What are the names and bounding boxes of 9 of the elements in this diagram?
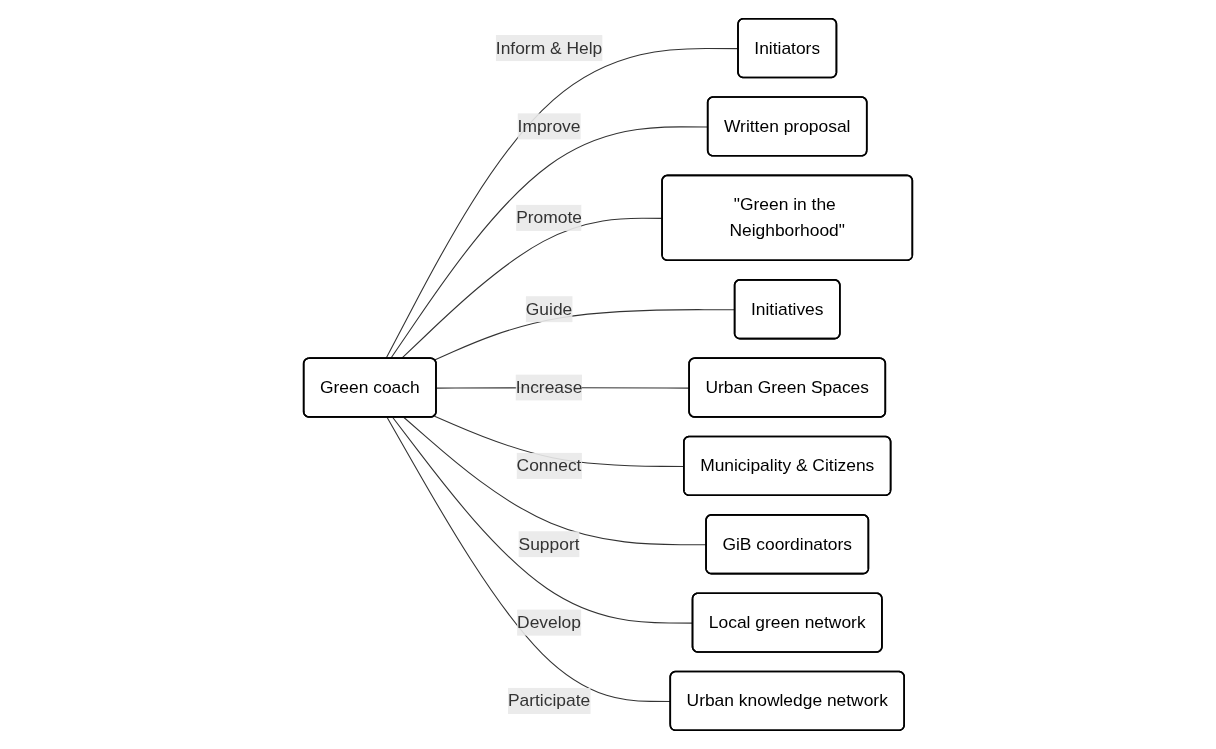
edge-label: Develop (517, 612, 581, 632)
edge-label: Increase (515, 377, 583, 397)
edge-label: Support (518, 534, 580, 553)
edge-label: Promote (516, 208, 582, 227)
edge-label: Guide (525, 299, 573, 318)
edge-label: Connect (516, 456, 582, 475)
edge-label: Participate (507, 691, 591, 710)
edge-label: Improve (517, 116, 581, 136)
edge-label: Inform & Help (495, 38, 603, 57)
